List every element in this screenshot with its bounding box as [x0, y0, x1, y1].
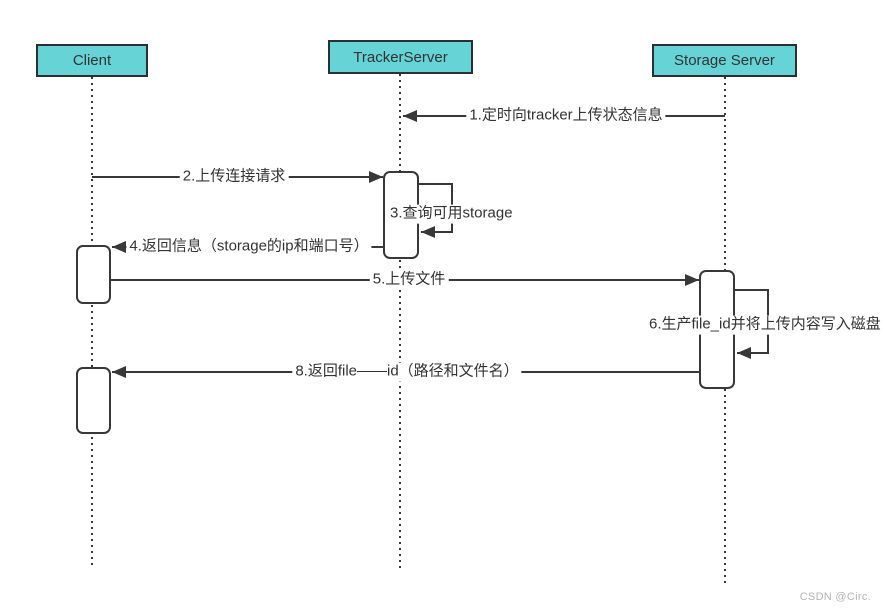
message-6-label: 6.生产file_id并将上传内容写入磁盘 — [646, 315, 884, 335]
actor-client-label: Client — [72, 52, 112, 69]
actor-storage-server: Storage Server — [652, 44, 797, 77]
message-4-label: 4.返回信息（storage的ip和端口号） — [126, 237, 372, 257]
watermark: CSDN @Circ. — [799, 591, 871, 603]
actor-tracker-server: TrackerServer — [328, 40, 473, 74]
message-5-label: 5.上传文件 — [369, 270, 449, 290]
message-2-label: 2.上传连接请求 — [179, 167, 289, 187]
actor-storage-server-label: Storage Server — [674, 52, 775, 69]
message-1-label: 1.定时向tracker上传状态信息 — [466, 106, 666, 126]
actor-tracker-server-label: TrackerServer — [353, 48, 448, 66]
client-activation-2 — [76, 367, 111, 434]
message-8-label: 8.返回file——id（路径和文件名） — [292, 362, 522, 382]
client-activation-1 — [76, 245, 111, 304]
message-3-label: 3.查询可用storage — [387, 204, 516, 224]
actor-client: Client — [36, 44, 148, 77]
